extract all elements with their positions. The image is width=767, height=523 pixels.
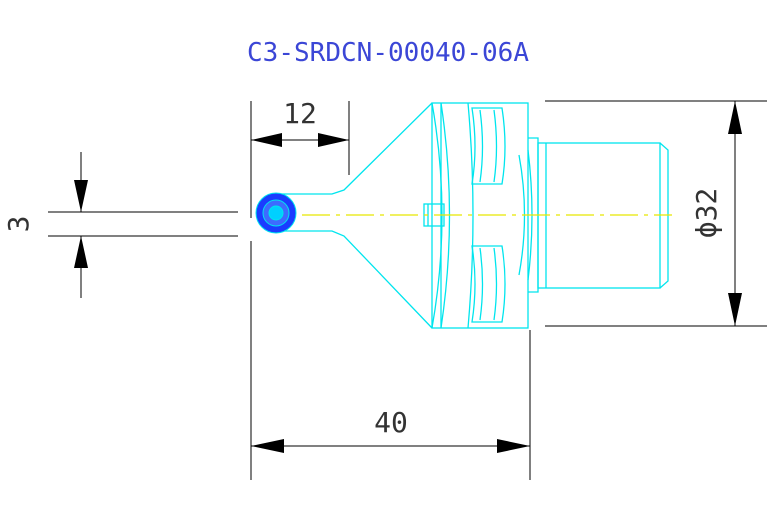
arrow-40-right [497,439,530,453]
lower-slot [471,245,506,323]
shank-neck-top [270,102,433,195]
arrow-3-top [74,180,88,212]
arrow-40-left [251,439,284,453]
part-number-title: C3-SRDCN-00040-06A [247,38,529,68]
arrow-12-left [251,133,282,147]
dim-height: 3 [2,216,35,233]
upper-slot [471,107,506,185]
arrow-12-right [318,133,349,147]
arrow-dia-bottom [728,293,742,326]
arrowheads [74,101,742,453]
round-insert [255,192,297,234]
arrow-dia-top [728,101,742,134]
dim-insert-offset: 12 [283,97,317,130]
shank-neck-bottom [270,230,433,329]
arrow-3-bottom [74,236,88,268]
dim-diameter: ϕ32 [690,188,723,239]
dim-length: 40 [374,406,408,439]
